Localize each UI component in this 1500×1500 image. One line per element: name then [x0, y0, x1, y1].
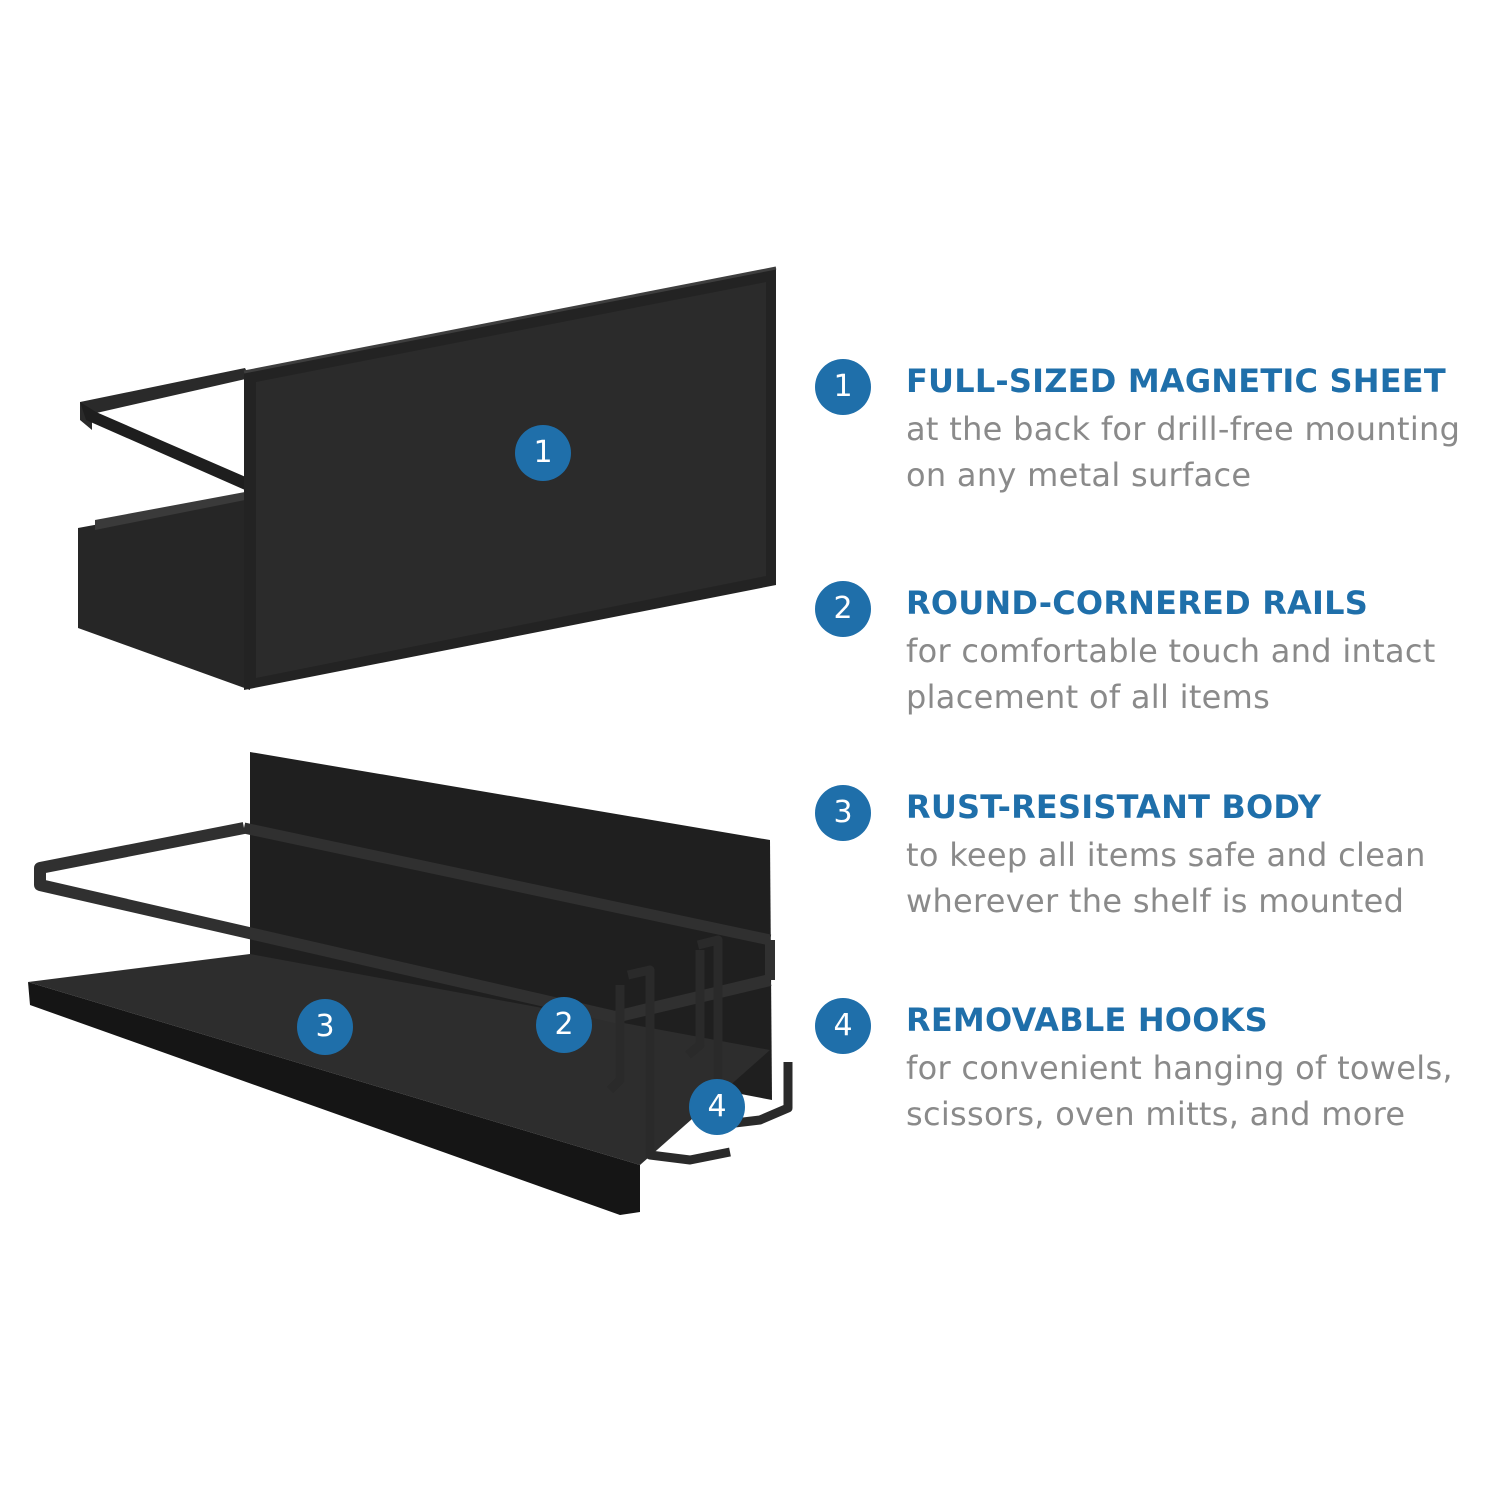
feature-magnetic-sheet: 1 FULL-SIZED MAGNETIC SHEET at the back … — [815, 358, 1495, 508]
feature-description: at the back for drill-free mounting on a… — [906, 406, 1496, 498]
shelf-base — [78, 497, 250, 690]
feature-description-line: at the back for drill-free mounting — [906, 410, 1461, 448]
feature-description-line: wherever the shelf is mounted — [906, 882, 1405, 920]
feature-rails: 2 ROUND-CORNERED RAILS for comfortable t… — [815, 580, 1495, 730]
feature-number-badge: 3 — [815, 785, 871, 841]
marker-magnetic-sheet: 1 — [515, 425, 571, 481]
feature-description: for comfortable touch and intact placeme… — [906, 628, 1496, 720]
feature-title: RUST-RESISTANT BODY — [906, 788, 1322, 826]
top-rail — [80, 368, 250, 430]
feature-description: for convenient hanging of towels, scisso… — [906, 1045, 1496, 1137]
feature-description: to keep all items safe and clean whereve… — [906, 832, 1496, 924]
front-lip — [28, 982, 640, 1215]
feature-description-line: for comfortable touch and intact — [906, 632, 1436, 670]
feature-number-badge: 1 — [815, 359, 871, 415]
feature-title: ROUND-CORNERED RAILS — [906, 584, 1368, 622]
marker-hooks: 4 — [689, 1079, 745, 1135]
rail — [34, 822, 772, 1023]
feature-title: REMOVABLE HOOKS — [906, 1001, 1268, 1039]
shelf-front-view — [28, 752, 793, 1215]
feature-number-badge: 4 — [815, 998, 871, 1054]
feature-body: 3 RUST-RESISTANT BODY to keep all items … — [815, 784, 1495, 934]
feature-number-badge: 2 — [815, 581, 871, 637]
feature-title: FULL-SIZED MAGNETIC SHEET — [906, 362, 1446, 400]
shelf-rear-view — [78, 266, 777, 690]
marker-body: 3 — [297, 999, 353, 1055]
marker-rails: 2 — [536, 997, 592, 1053]
feature-description-line: scissors, oven mitts, and more — [906, 1095, 1406, 1133]
feature-description-line: placement of all items — [906, 678, 1271, 716]
feature-description-line: to keep all items safe and clean — [906, 836, 1426, 874]
feature-hooks: 4 REMOVABLE HOOKS for convenient hanging… — [815, 997, 1495, 1147]
feature-description-line: on any metal surface — [906, 456, 1252, 494]
shelf-floor — [28, 954, 770, 1165]
feature-description-line: for convenient hanging of towels, — [906, 1049, 1453, 1087]
